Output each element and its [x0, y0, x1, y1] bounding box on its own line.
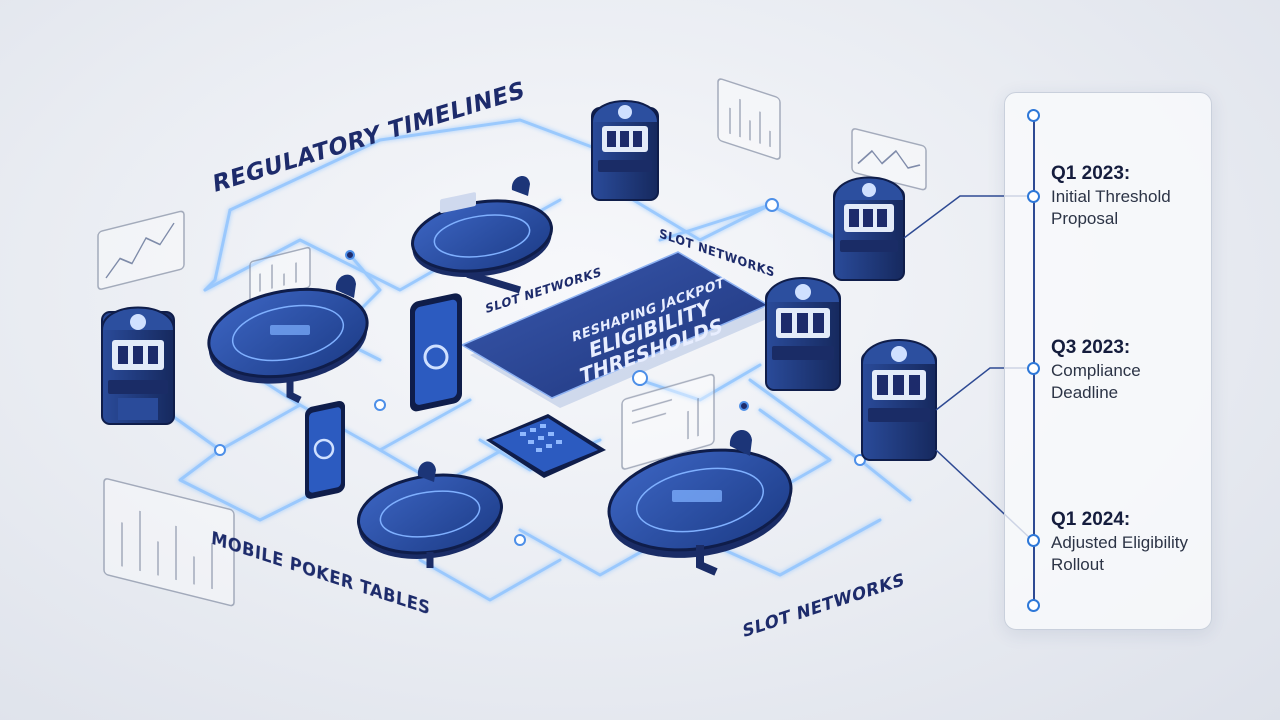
- slot-machine-top: [591, 100, 659, 201]
- timeline-description: Deadline: [1051, 382, 1119, 402]
- timeline-entry-q1-2023: Q1 2023: Initial Threshold Proposal: [1051, 163, 1171, 230]
- timeline-entry-q3-2023: Q3 2023: Compliance Deadline: [1051, 337, 1141, 404]
- mobile-phone-large: [410, 293, 462, 412]
- timeline-dot-q1-2024: [1027, 534, 1040, 547]
- timeline-description: Initial Threshold: [1051, 186, 1171, 206]
- timeline-date: Q1 2024:: [1051, 509, 1131, 530]
- timeline-description: Rollout: [1051, 554, 1104, 574]
- timeline-date: Q1 2023:: [1051, 163, 1131, 184]
- timeline-dot-end: [1027, 599, 1040, 612]
- timeline-date: Q3 2023:: [1051, 337, 1131, 358]
- center-title-panel: [460, 251, 776, 408]
- slot-machine-right-top: [833, 176, 905, 281]
- poker-table-left: [207, 274, 369, 404]
- timeline-description: Adjusted Eligibility: [1051, 532, 1189, 552]
- floating-chart-panels: [97, 78, 927, 607]
- timeline-dot-start: [1027, 109, 1040, 122]
- timeline-dot-q1-2023: [1027, 190, 1040, 203]
- timeline-dot-q3-2023: [1027, 362, 1040, 375]
- timeline-panel: Q1 2023: Initial Threshold Proposal Q3 2…: [1004, 92, 1212, 630]
- poker-table-top-center: [411, 176, 553, 294]
- poker-table-bottom-right: [607, 429, 793, 576]
- poker-table-bottom-left: [357, 461, 503, 568]
- slot-machine-left: [101, 306, 175, 425]
- timeline-description: Compliance: [1051, 360, 1141, 380]
- slot-machine-center-right: [765, 277, 841, 391]
- mobile-phone-small: [305, 400, 345, 499]
- network-nodes: [214, 198, 866, 546]
- timeline-description: Proposal: [1051, 208, 1119, 228]
- timeline-entry-q1-2024: Q1 2024: Adjusted Eligibility Rollout: [1051, 509, 1188, 576]
- slot-machine-right-bottom: [861, 339, 937, 461]
- tablet-device: [486, 414, 606, 478]
